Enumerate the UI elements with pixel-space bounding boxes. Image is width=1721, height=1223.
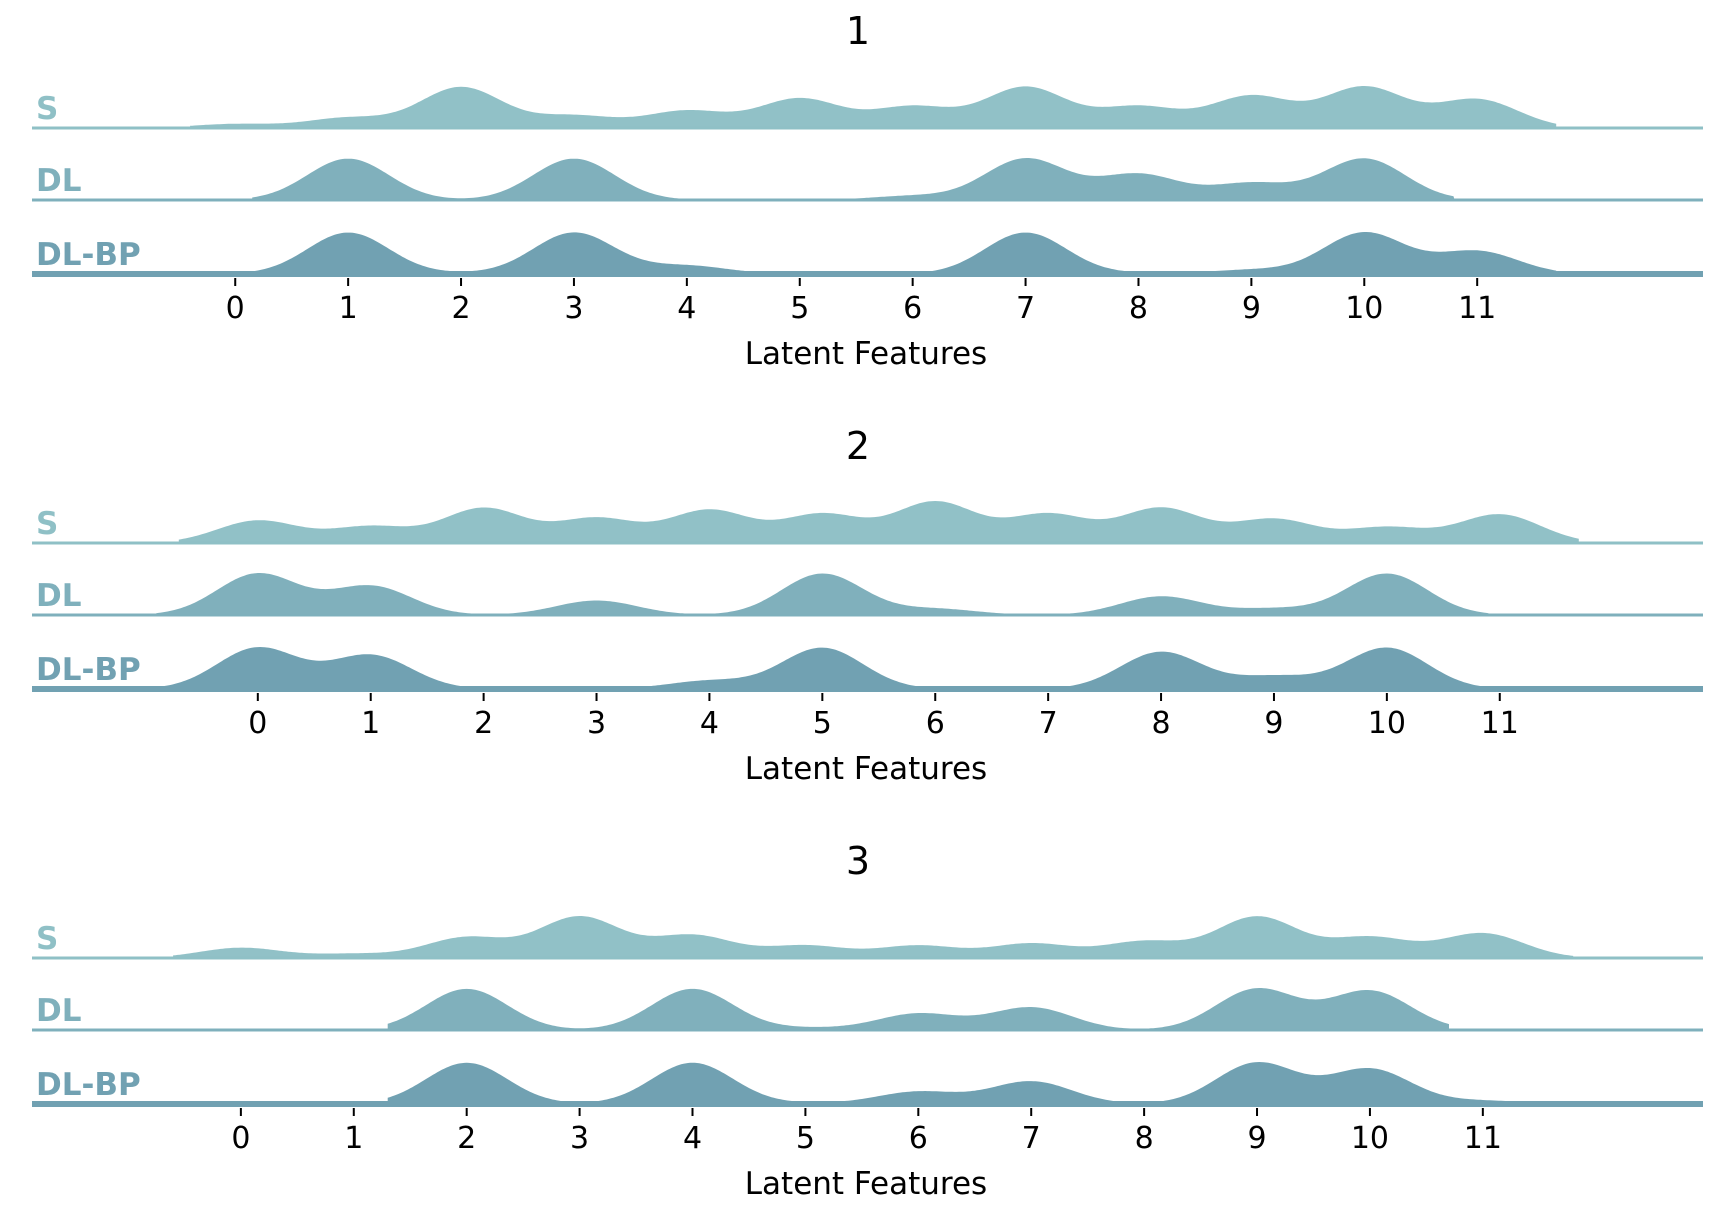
x-tick-label: 8: [1135, 1121, 1154, 1156]
x-tick-label: 10: [1351, 1121, 1389, 1156]
x-tick-label: 10: [1345, 291, 1383, 326]
x-tick-label: 0: [226, 291, 245, 326]
x-tick-label: 4: [677, 291, 696, 326]
x-tick-label: 2: [457, 1121, 476, 1156]
ridge-dl-area: [252, 158, 1455, 200]
ridge-label-s: S: [36, 506, 58, 542]
x-tick-label: 10: [1368, 706, 1406, 741]
ridge-s-area: [190, 86, 1557, 128]
ridge-label-s: S: [36, 91, 58, 127]
x-tick-label: 9: [1242, 291, 1261, 326]
x-tick-label: 7: [1016, 291, 1035, 326]
ridge-label-dl-bp: DL-BP: [36, 652, 141, 688]
x-tick-label: 0: [231, 1121, 250, 1156]
x-tick-label: 1: [339, 291, 358, 326]
x-tick-label: 11: [1464, 1121, 1502, 1156]
x-tick-label: 5: [813, 706, 832, 741]
x-tick-label: 6: [926, 706, 945, 741]
x-axis-label: Latent Features: [745, 751, 987, 787]
x-tick-label: 9: [1247, 1121, 1266, 1156]
x-tick-label: 3: [564, 291, 583, 326]
x-tick-label: 1: [344, 1121, 363, 1156]
ridge-dl-area: [156, 573, 1489, 615]
x-tick-label: 11: [1458, 291, 1496, 326]
x-tick-label: 8: [1152, 706, 1171, 741]
x-tick-label: 3: [570, 1121, 589, 1156]
ridge-dl-area: [387, 988, 1450, 1030]
ridge-s-area: [173, 916, 1574, 958]
panel-title: 1: [846, 9, 870, 53]
x-axis-label: Latent Features: [745, 336, 987, 372]
panel-title: 2: [846, 424, 870, 468]
ridge-label-dl-bp: DL-BP: [36, 237, 141, 273]
x-tick-label: 0: [248, 706, 267, 741]
x-tick-label: 6: [909, 1121, 928, 1156]
x-tick-label: 8: [1129, 291, 1148, 326]
ridge-dl-bp-area: [246, 232, 1557, 274]
x-tick-label: 9: [1264, 706, 1283, 741]
x-tick-label: 7: [1022, 1121, 1041, 1156]
ridge-label-dl: DL: [36, 993, 82, 1029]
ridge-dl-bp-area: [387, 1062, 1540, 1104]
ridge-label-dl-bp: DL-BP: [36, 1067, 141, 1103]
x-tick-label: 2: [451, 291, 470, 326]
x-tick-label: 4: [700, 706, 719, 741]
x-tick-label: 4: [683, 1121, 702, 1156]
ridge-label-dl: DL: [36, 163, 82, 199]
x-tick-label: 11: [1481, 706, 1519, 741]
x-axis-label: Latent Features: [745, 1166, 987, 1202]
x-tick-label: 6: [903, 291, 922, 326]
x-tick-label: 2: [474, 706, 493, 741]
ridge-label-s: S: [36, 921, 58, 957]
x-tick-label: 5: [796, 1121, 815, 1156]
ridge-s-area: [178, 501, 1579, 543]
x-tick-label: 3: [587, 706, 606, 741]
panel-title: 3: [846, 839, 870, 883]
x-tick-label: 5: [790, 291, 809, 326]
x-tick-label: 7: [1039, 706, 1058, 741]
ridge-label-dl: DL: [36, 578, 82, 614]
ridge-dl-bp-area: [156, 647, 1500, 689]
x-tick-label: 1: [361, 706, 380, 741]
